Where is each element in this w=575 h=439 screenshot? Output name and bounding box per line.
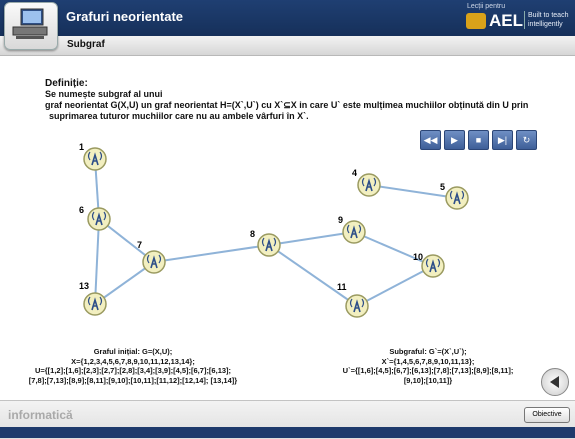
stop-button[interactable]: ■ — [468, 130, 489, 150]
definition-block: Definiție: Se numește subgraf al unui gr… — [45, 78, 528, 122]
rewind-button[interactable]: ◀◀ — [420, 130, 441, 150]
graph-node-7: 7 — [137, 240, 166, 274]
antenna-icon — [350, 225, 358, 239]
initial-graph-info: Graful inițial: G=(X,U); X={1,2,3,4,5,6,… — [8, 347, 258, 385]
stop-icon: ■ — [475, 135, 482, 145]
page-title: Grafuri neorientate — [66, 9, 184, 24]
graph-node-6: 6 — [79, 205, 111, 231]
graph-edge-7-8 — [153, 244, 270, 263]
end-button[interactable]: ▶| — [492, 130, 513, 150]
app-header: Grafuri neorientate Lecții pentru AEL Bu… — [0, 0, 575, 36]
antenna-icon — [150, 255, 158, 269]
antenna-icon — [453, 191, 461, 205]
graph-node-10: 10 — [413, 252, 445, 278]
play-button[interactable]: ▶ — [444, 130, 465, 150]
graph-node-5: 5 — [440, 182, 469, 210]
replay-button[interactable]: ↻ — [516, 130, 537, 150]
back-arrow-icon — [550, 376, 559, 388]
ael-tagline-line1: Built to teach — [528, 12, 569, 19]
graph-edge-6-13 — [94, 218, 100, 305]
graph-node-13: 13 — [79, 281, 107, 316]
objectives-button[interactable]: Obiective — [524, 407, 570, 423]
ael-small-label: Lecții pentru — [467, 3, 506, 10]
initial-graph-title: Graful inițial: G=(X,U); — [93, 347, 173, 356]
graph-node-label: 13 — [79, 281, 89, 291]
antenna-icon — [95, 212, 103, 226]
graph-node-4: 4 — [352, 168, 381, 197]
ael-tagline-line2: intelligently — [528, 21, 563, 28]
ael-tagline: Built to teach intelligently — [524, 11, 568, 29]
subgraph-info: Subgraful: G`=(X`,U`); X`={1,4,5,6,7,8,9… — [318, 347, 538, 385]
graph-node-9: 9 — [338, 215, 366, 244]
definition-line3: suprimarea tuturor muchiilor care nu au … — [49, 111, 309, 121]
bottom-strip — [0, 427, 575, 438]
skip-end-icon: ▶| — [497, 135, 508, 145]
graph-edge-9-10 — [353, 231, 434, 267]
graph-node-label: 5 — [440, 182, 445, 192]
subgraph-vertices: X`={1,4,5,6,7,8,9,10,11,13}; — [381, 356, 475, 366]
section-bar: Subgraf — [0, 36, 575, 56]
graph-edge-7-13 — [94, 261, 155, 305]
antenna-icon — [429, 259, 437, 273]
graph-node-label: 1 — [79, 142, 84, 152]
ael-logo-icon — [466, 13, 486, 29]
initial-graph-vertices: X={1,2,3,4,5,6,7,8,9,10,11,12,13,14}; — [71, 356, 195, 366]
definition-line2: graf neorientat G(X,U) un graf neorienta… — [45, 100, 529, 110]
back-button[interactable] — [541, 368, 569, 396]
antenna-icon — [265, 238, 273, 252]
section-title: Subgraf — [67, 39, 105, 50]
graph-edges — [94, 158, 458, 307]
graph-node-label: 6 — [79, 205, 84, 215]
graph-node-label: 11 — [337, 282, 347, 292]
antenna-icon — [91, 297, 99, 311]
graph-node-label: 7 — [137, 240, 142, 250]
definition-heading: Definiție: — [45, 78, 88, 89]
footer-brand: informatică — [8, 408, 73, 422]
subgraph-title: Subgraful: G`=(X`,U`); — [389, 347, 467, 356]
graph-nodes: 1 4 5 6 7 8 9 10 11 13 — [79, 142, 469, 318]
graph-node-label: 4 — [352, 168, 357, 178]
computer-logo-icon — [4, 2, 58, 50]
ael-logo-text: AEL — [489, 11, 523, 30]
graph-node-label: 8 — [250, 229, 255, 239]
subgraph-edges-2: [9,10];[10,11]} — [403, 375, 453, 385]
graph-node-label: 9 — [338, 215, 343, 225]
graph-node-1: 1 — [79, 142, 107, 171]
antenna-icon — [365, 178, 373, 192]
definition-line1: Se numește subgraf al unui — [45, 89, 163, 99]
graph-node-label: 10 — [413, 252, 423, 262]
initial-graph-edges-1: U={[1,2];[1,6];[2,3];[2,7];[2,8];[3,4];[… — [34, 366, 232, 375]
antenna-icon — [91, 152, 99, 166]
play-icon: ▶ — [451, 135, 458, 145]
graph-edge-4-5 — [368, 184, 458, 199]
replay-icon: ↻ — [522, 135, 531, 145]
antenna-icon — [353, 299, 361, 313]
graph-node-11: 11 — [337, 282, 369, 318]
subgraph-edges-1: U`={[1,6];[4,5];[6,7];[6,13];[7,8];[7,13… — [342, 366, 514, 375]
graph-edge-10-11 — [356, 265, 434, 307]
rewind-icon: ◀◀ — [423, 135, 438, 145]
graph-node-8: 8 — [250, 229, 281, 257]
graph-edge-8-11 — [268, 244, 358, 307]
graph-edge-8-9 — [268, 231, 355, 246]
initial-graph-edges-2: [7,8];[7,13];[8,9];[8,11];[9,10];[10,11]… — [28, 375, 238, 385]
